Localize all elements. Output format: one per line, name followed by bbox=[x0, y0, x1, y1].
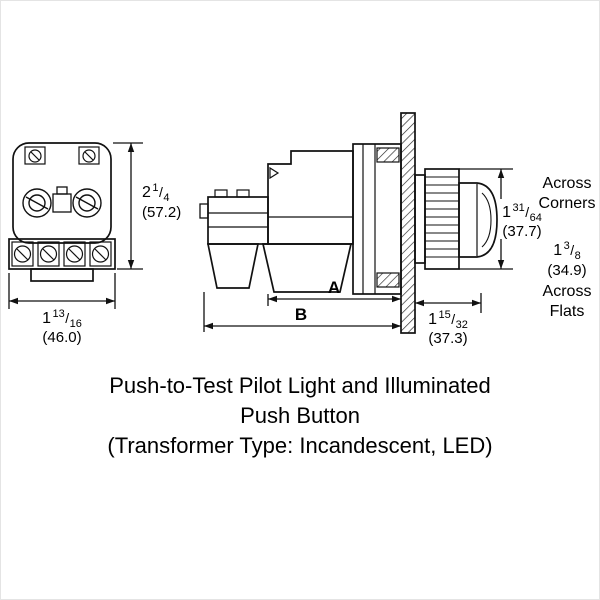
hex-nut-ridges bbox=[425, 176, 459, 258]
terminal-block bbox=[207, 196, 269, 245]
lock-ring bbox=[414, 174, 426, 264]
caption-line-3: (Transformer Type: Incandescent, LED) bbox=[107, 433, 493, 458]
dim-a-label: A bbox=[328, 278, 340, 297]
rear-top-screws bbox=[24, 146, 100, 165]
mount-depth-mm: (37.3) bbox=[428, 330, 467, 347]
side-view bbox=[199, 112, 498, 334]
dim-across-corners bbox=[459, 168, 513, 270]
mounting-flange bbox=[352, 143, 402, 295]
mounting-panel bbox=[400, 112, 416, 334]
rear-width-dimension bbox=[8, 273, 116, 309]
rear-view bbox=[8, 142, 116, 282]
dim-a bbox=[267, 294, 401, 306]
contact-block-left bbox=[206, 243, 260, 289]
rear-terminal-screws bbox=[22, 188, 102, 218]
push-button-cap bbox=[458, 182, 498, 258]
hex-nut bbox=[424, 168, 460, 270]
across-flats-label-line1: Across bbox=[543, 283, 592, 300]
across-corners-label-line2: Corners bbox=[539, 195, 596, 212]
lamp-marker bbox=[269, 166, 280, 180]
across-corners-label-line1: Across bbox=[543, 175, 592, 192]
dim-b-label: B bbox=[295, 305, 307, 324]
rear-view-body bbox=[12, 142, 112, 244]
rear-center-block bbox=[52, 186, 72, 213]
across-corners-mm: (37.7) bbox=[502, 223, 541, 240]
caption-line-1: Push-to-Test Pilot Light and Illuminated bbox=[109, 373, 491, 398]
rear-terminal-row bbox=[11, 241, 112, 267]
dim-mount-depth bbox=[415, 293, 482, 313]
caption: Push-to-Test Pilot Light and Illuminated… bbox=[1, 371, 599, 461]
contact-block-right bbox=[261, 243, 353, 293]
across-flats-mm: (34.9) bbox=[547, 262, 586, 279]
operator-body bbox=[267, 150, 354, 245]
across-flats-label-line2: Flats bbox=[550, 303, 585, 320]
dim-b bbox=[203, 292, 401, 332]
rear-height-dim-mm: (57.2) bbox=[142, 204, 181, 221]
rear-bottom-lip bbox=[30, 268, 94, 282]
thread-section-top bbox=[376, 147, 400, 163]
caption-line-2: Push Button bbox=[240, 403, 360, 428]
rear-height-dimension bbox=[113, 142, 143, 270]
rear-width-dim-mm: (46.0) bbox=[42, 329, 81, 346]
thread-section-bottom bbox=[376, 272, 400, 288]
